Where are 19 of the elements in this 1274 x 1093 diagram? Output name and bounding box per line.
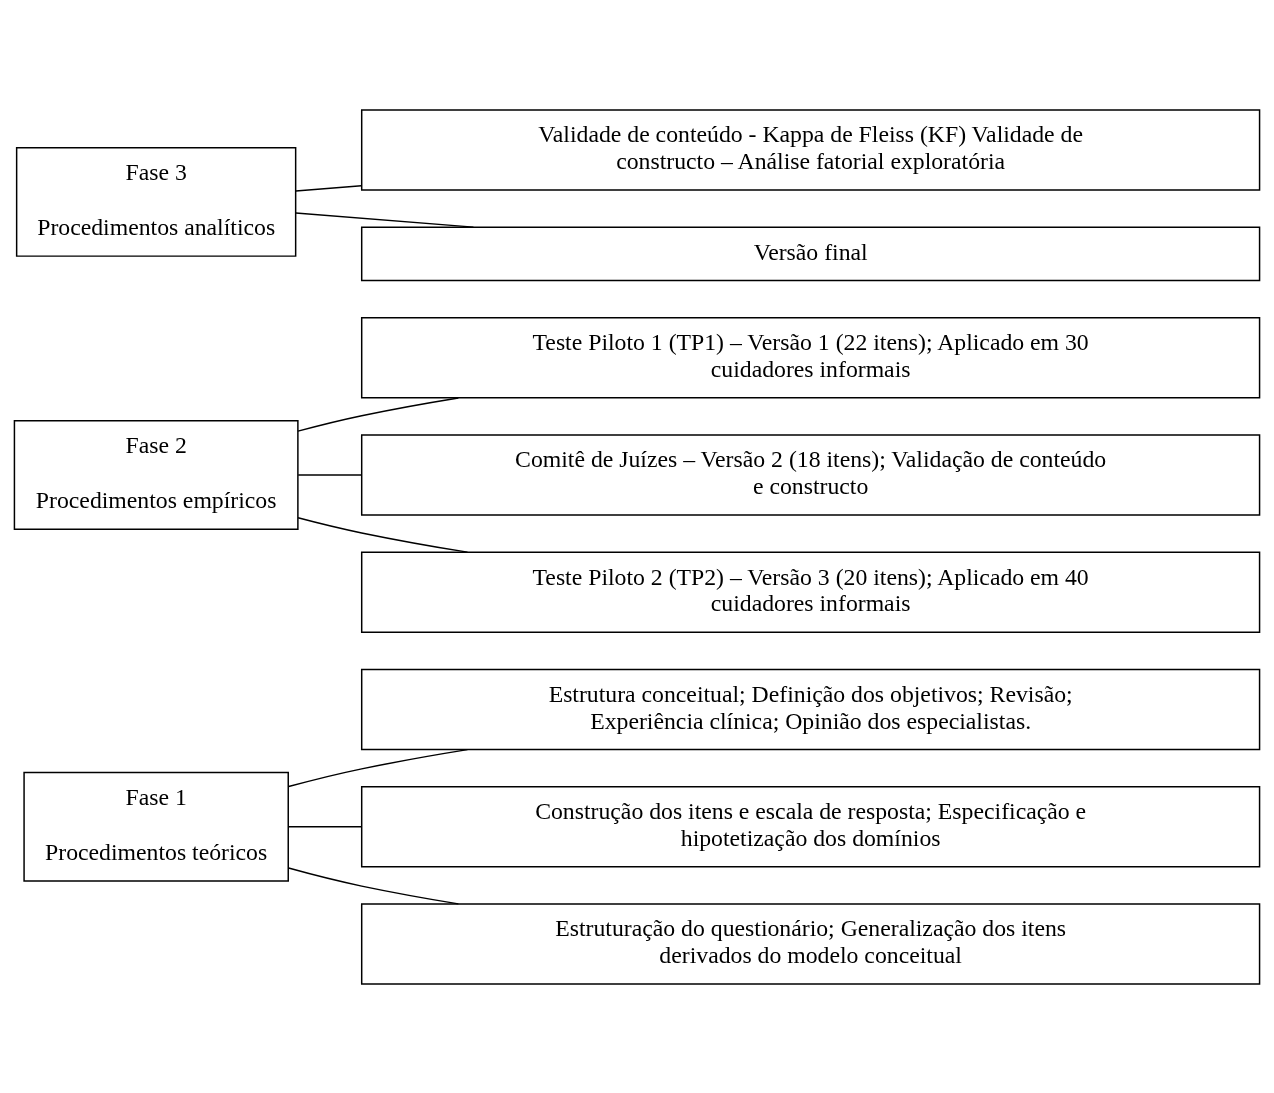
connector bbox=[297, 473, 363, 476]
connector bbox=[287, 748, 469, 787]
connector bbox=[295, 211, 475, 228]
node-box: Comitê de Juízes – Versão 2 (18 itens); Validação de conteúdo e constructo bbox=[360, 433, 1261, 516]
node-box: Fase 2 Procedimentos empíricos bbox=[13, 419, 299, 530]
connector bbox=[297, 396, 460, 432]
node-box: Validade de conteúdo - Kappa de Fleiss (KF) Validade de constructo – Análise fatorial exploratória bbox=[360, 108, 1261, 191]
node-box: Teste Piloto 1 (TP1) – Versão 1 (22 itens); Aplicado em 30 cuidadores informais bbox=[360, 316, 1261, 399]
node-box: Teste Piloto 2 (TP2) – Versão 3 (20 itens); Aplicado em 40 cuidadores informais bbox=[360, 550, 1261, 633]
node-box: Estrutura conceitual; Definição dos objetivos; Revisão; Experiência clínica; Opinião dos especialistas. bbox=[360, 668, 1261, 750]
node-box: Estruturação do questionário; Generalização dos itens derivados do modelo conceitual bbox=[360, 902, 1261, 985]
connector bbox=[297, 516, 469, 553]
node-box: Versão final bbox=[360, 225, 1261, 281]
node-box: Fase 1 Procedimentos teóricos bbox=[23, 771, 289, 882]
connector bbox=[287, 825, 363, 827]
connector bbox=[287, 866, 460, 905]
connector bbox=[295, 184, 363, 192]
node-box: Fase 3 Procedimentos analíticos bbox=[15, 146, 297, 257]
node-box: Construção dos itens e escala de resposta; Especificação e hipotetização dos domínios bbox=[360, 785, 1261, 868]
